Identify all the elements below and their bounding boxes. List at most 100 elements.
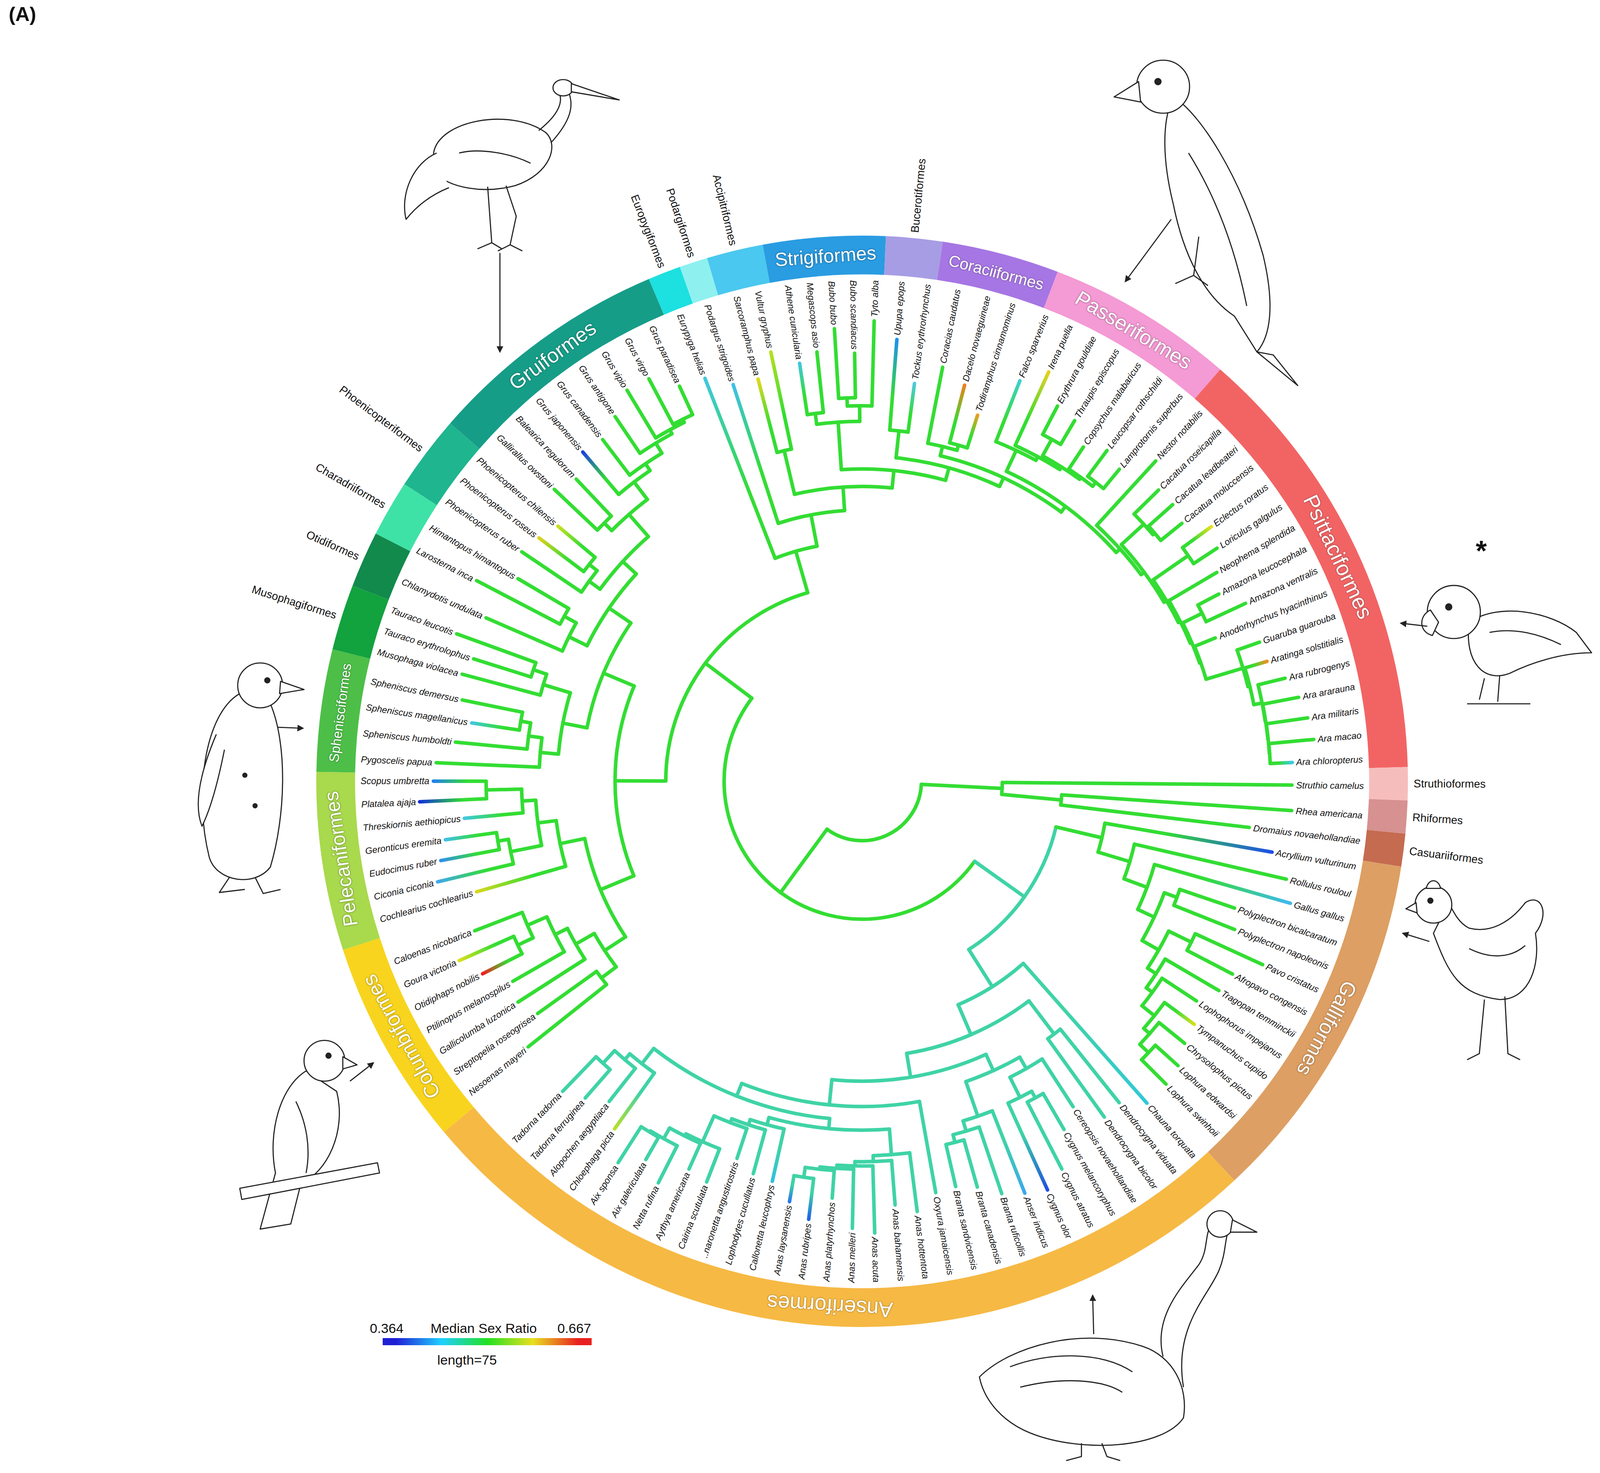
band-label: Passeriformes [1070, 286, 1196, 374]
legend-value: 0.667 [557, 1320, 592, 1337]
tree-tip-branch [1060, 420, 1075, 445]
band-arc [1207, 860, 1402, 1181]
species-label: Grus vipio [599, 349, 630, 390]
tree-tip-branch [909, 1153, 918, 1212]
species-label: Upupa epops [892, 281, 907, 336]
tree-branch [1042, 434, 1061, 445]
tree-branch [614, 686, 634, 877]
band-arc [316, 649, 371, 773]
species-label: Oxyura jamaicensis [931, 1195, 956, 1276]
penguin-drawing [198, 663, 304, 894]
band-shape [403, 422, 481, 507]
tree-branch [838, 397, 856, 399]
tree-tip-branch [919, 1101, 936, 1194]
tree-tip-branch [816, 352, 824, 413]
order-label: Struthioformes [1413, 777, 1486, 791]
tree-tip-branch [476, 580, 560, 625]
species-label: Anas acuta [869, 1237, 882, 1284]
tree-tip-branch [585, 1069, 611, 1099]
species-label: Dromaius novaehollandiae [1252, 823, 1361, 847]
tree-branch [1142, 978, 1163, 1007]
tree-tip-branch [462, 700, 523, 713]
tree-tip-branch [1002, 782, 1293, 786]
species-label: Gallus gallus [1292, 899, 1346, 925]
band-arc [1362, 830, 1406, 868]
band-arc [707, 244, 770, 296]
tree-branch [1245, 668, 1255, 705]
tree-tip-branch [474, 912, 523, 931]
pigeon-drawing [239, 1040, 380, 1230]
tree-branch [531, 662, 536, 678]
tree-tip-branch [1206, 603, 1246, 622]
tree-branch [486, 789, 522, 791]
tree-tip-branch [964, 1140, 978, 1188]
species-label: Platalea ajaja [360, 797, 416, 811]
tree-tip-branch [1104, 823, 1272, 853]
species-label: Threskiornis aethiopicus [362, 813, 461, 834]
tree-tip-branch [753, 1130, 766, 1175]
tree-tip-branch [1270, 762, 1293, 764]
tree-branch [940, 455, 1062, 513]
tree-branch [1042, 439, 1052, 456]
tree-branch [895, 457, 1000, 487]
tree-tip-branch [873, 1166, 875, 1234]
tree-tip-branch [649, 378, 674, 425]
tree-branch [546, 916, 565, 952]
species-label: Ara militaris [1310, 705, 1360, 723]
tree-tip-branch [440, 849, 500, 861]
tree-branch [569, 636, 588, 646]
species-label: Netta rufina [630, 1184, 661, 1232]
tree-branch [1001, 782, 1003, 795]
species-label: Ara chloropterus [1296, 754, 1364, 768]
tree-tip-branch [436, 762, 540, 768]
tree-tip-branch [1197, 594, 1219, 606]
tree-tip-branch [1266, 718, 1308, 725]
tree-tip-branch [471, 723, 520, 731]
tree-branch [604, 937, 626, 951]
species-label: Tyto alba [869, 280, 881, 318]
tree-branch [517, 937, 534, 946]
order-label: Musophagiformes [250, 583, 338, 623]
tree-branch [1137, 909, 1155, 918]
tree-tip-branch [967, 415, 978, 448]
tree-branch [895, 430, 899, 458]
tree-tip-branch [736, 1128, 747, 1159]
tree-branch [1142, 893, 1165, 942]
tree-branch [513, 936, 522, 955]
tree-branch [673, 414, 693, 425]
tree-branch [1019, 1057, 1027, 1069]
species-label: Cygnus olor [1044, 1191, 1075, 1241]
tree-tip-branch [854, 353, 856, 399]
tree-branch [1055, 827, 1102, 838]
tree-branch [522, 912, 534, 938]
order-label: Europygiformes [628, 193, 669, 270]
tree-tip-branch [464, 813, 524, 819]
tree-branch [768, 1117, 890, 1131]
asterisk-mark: * [1475, 534, 1487, 568]
species-label: Spheniscus magellanicus [365, 702, 469, 729]
band-label: Columbiformes [357, 970, 446, 1103]
tree-branch [889, 1129, 892, 1156]
tree-tip-branch [1134, 490, 1159, 515]
band-shape [706, 243, 771, 297]
tree-branch [854, 1160, 892, 1162]
species-label: Ara ararauna [1301, 681, 1356, 702]
tree-branch [663, 1128, 670, 1139]
species-label: Tadorna ferruginea [528, 1098, 587, 1163]
tree-tip-branch [1169, 572, 1217, 601]
tree-branch [685, 1134, 720, 1150]
tree-branch [614, 1051, 636, 1069]
species-label: Ciconia ciconia [372, 878, 435, 903]
tree-branch [794, 486, 893, 495]
band-arc [1368, 767, 1409, 801]
tree-tip-branch [808, 1178, 815, 1220]
tree-tip-branch [627, 390, 656, 439]
order-band: Bucerotiformes [883, 235, 944, 281]
species-label: Neophema splendida [1217, 522, 1298, 576]
tree-branch [641, 1127, 659, 1138]
tree-tip-branch [1182, 526, 1212, 548]
tree-branch [963, 1111, 993, 1122]
tree-tip-branch [1160, 523, 1182, 541]
tree-branch [831, 1054, 987, 1082]
tree-tip-branch [1258, 678, 1285, 686]
